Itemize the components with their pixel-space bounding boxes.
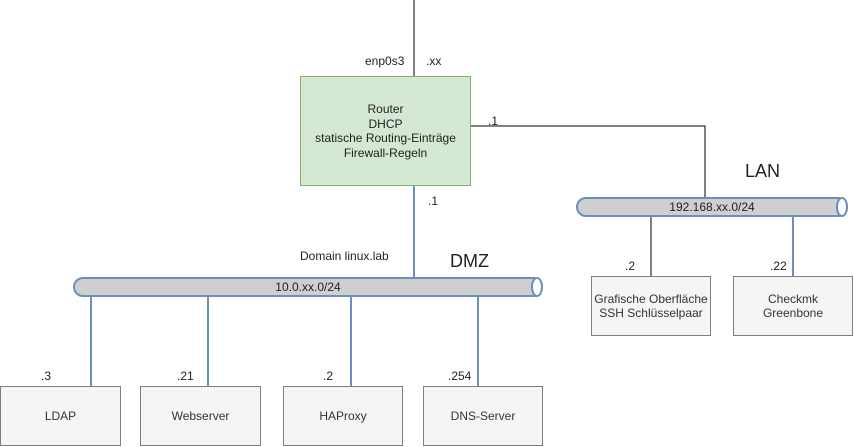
dmz-host-addr: .254 <box>448 369 472 383</box>
dmz-host-node[interactable]: Webserver <box>140 386 261 446</box>
router-dmz-port-label: .1 <box>428 194 439 208</box>
router-node[interactable]: Router DHCP statische Routing-Einträge F… <box>300 76 471 186</box>
dmz-host-label: LDAP <box>44 408 77 423</box>
dmz-bus: 10.0.xx.0/24 <box>73 277 543 297</box>
lan-bus-cap <box>836 197 848 217</box>
lan-host-node[interactable]: Checkmk Greenbone <box>733 276 853 336</box>
dmz-host-addr: .2 <box>323 369 334 383</box>
lan-host-line-2: SSH Schlüsselpaar <box>599 306 703 320</box>
dmz-domain-label: Domain linux.lab <box>300 249 389 263</box>
dmz-host-label: HAProxy <box>319 408 367 423</box>
dmz-host-addr: .3 <box>41 369 52 383</box>
dmz-subnet-label: 10.0.xx.0/24 <box>275 280 341 294</box>
router-line-2: DHCP <box>368 116 403 131</box>
router-line-1: Router <box>367 102 404 116</box>
lan-bus: 192.168.xx.0/24 <box>576 197 848 217</box>
router-line-3: statische Routing-Einträge <box>315 131 456 145</box>
lan-host-addr: .2 <box>625 259 636 273</box>
lan-title: LAN <box>745 161 781 181</box>
router-lan-line <box>471 125 706 197</box>
lan-host-line-2: Greenbone <box>762 306 824 320</box>
router-line-4: Firewall-Regeln <box>343 145 428 160</box>
dmz-host-node[interactable]: LDAP <box>0 386 121 446</box>
uplink-address-label: .xx <box>426 54 442 68</box>
dmz-host-node[interactable]: DNS-Server <box>423 386 543 446</box>
dmz-host-node[interactable]: HAProxy <box>283 386 403 446</box>
router-lan-port-label: .1 <box>488 114 499 128</box>
lan-subnet-label: 192.168.xx.0/24 <box>669 200 755 214</box>
lan-host-line-1: Grafische Oberfläche <box>594 291 708 306</box>
dmz-title: DMZ <box>450 251 489 271</box>
dmz-host-addr: .21 <box>177 369 194 383</box>
dmz-host-label: DNS-Server <box>450 408 516 423</box>
dmz-host-label: Webserver <box>171 408 230 423</box>
lan-host-node[interactable]: Grafische Oberfläche SSH Schlüsselpaar <box>591 276 711 336</box>
lan-host-addr: .22 <box>770 259 787 273</box>
dmz-bus-cap <box>531 277 543 297</box>
lan-host-line-1: Checkmk <box>767 291 818 306</box>
uplink-interface-label: enp0s3 <box>365 54 405 68</box>
